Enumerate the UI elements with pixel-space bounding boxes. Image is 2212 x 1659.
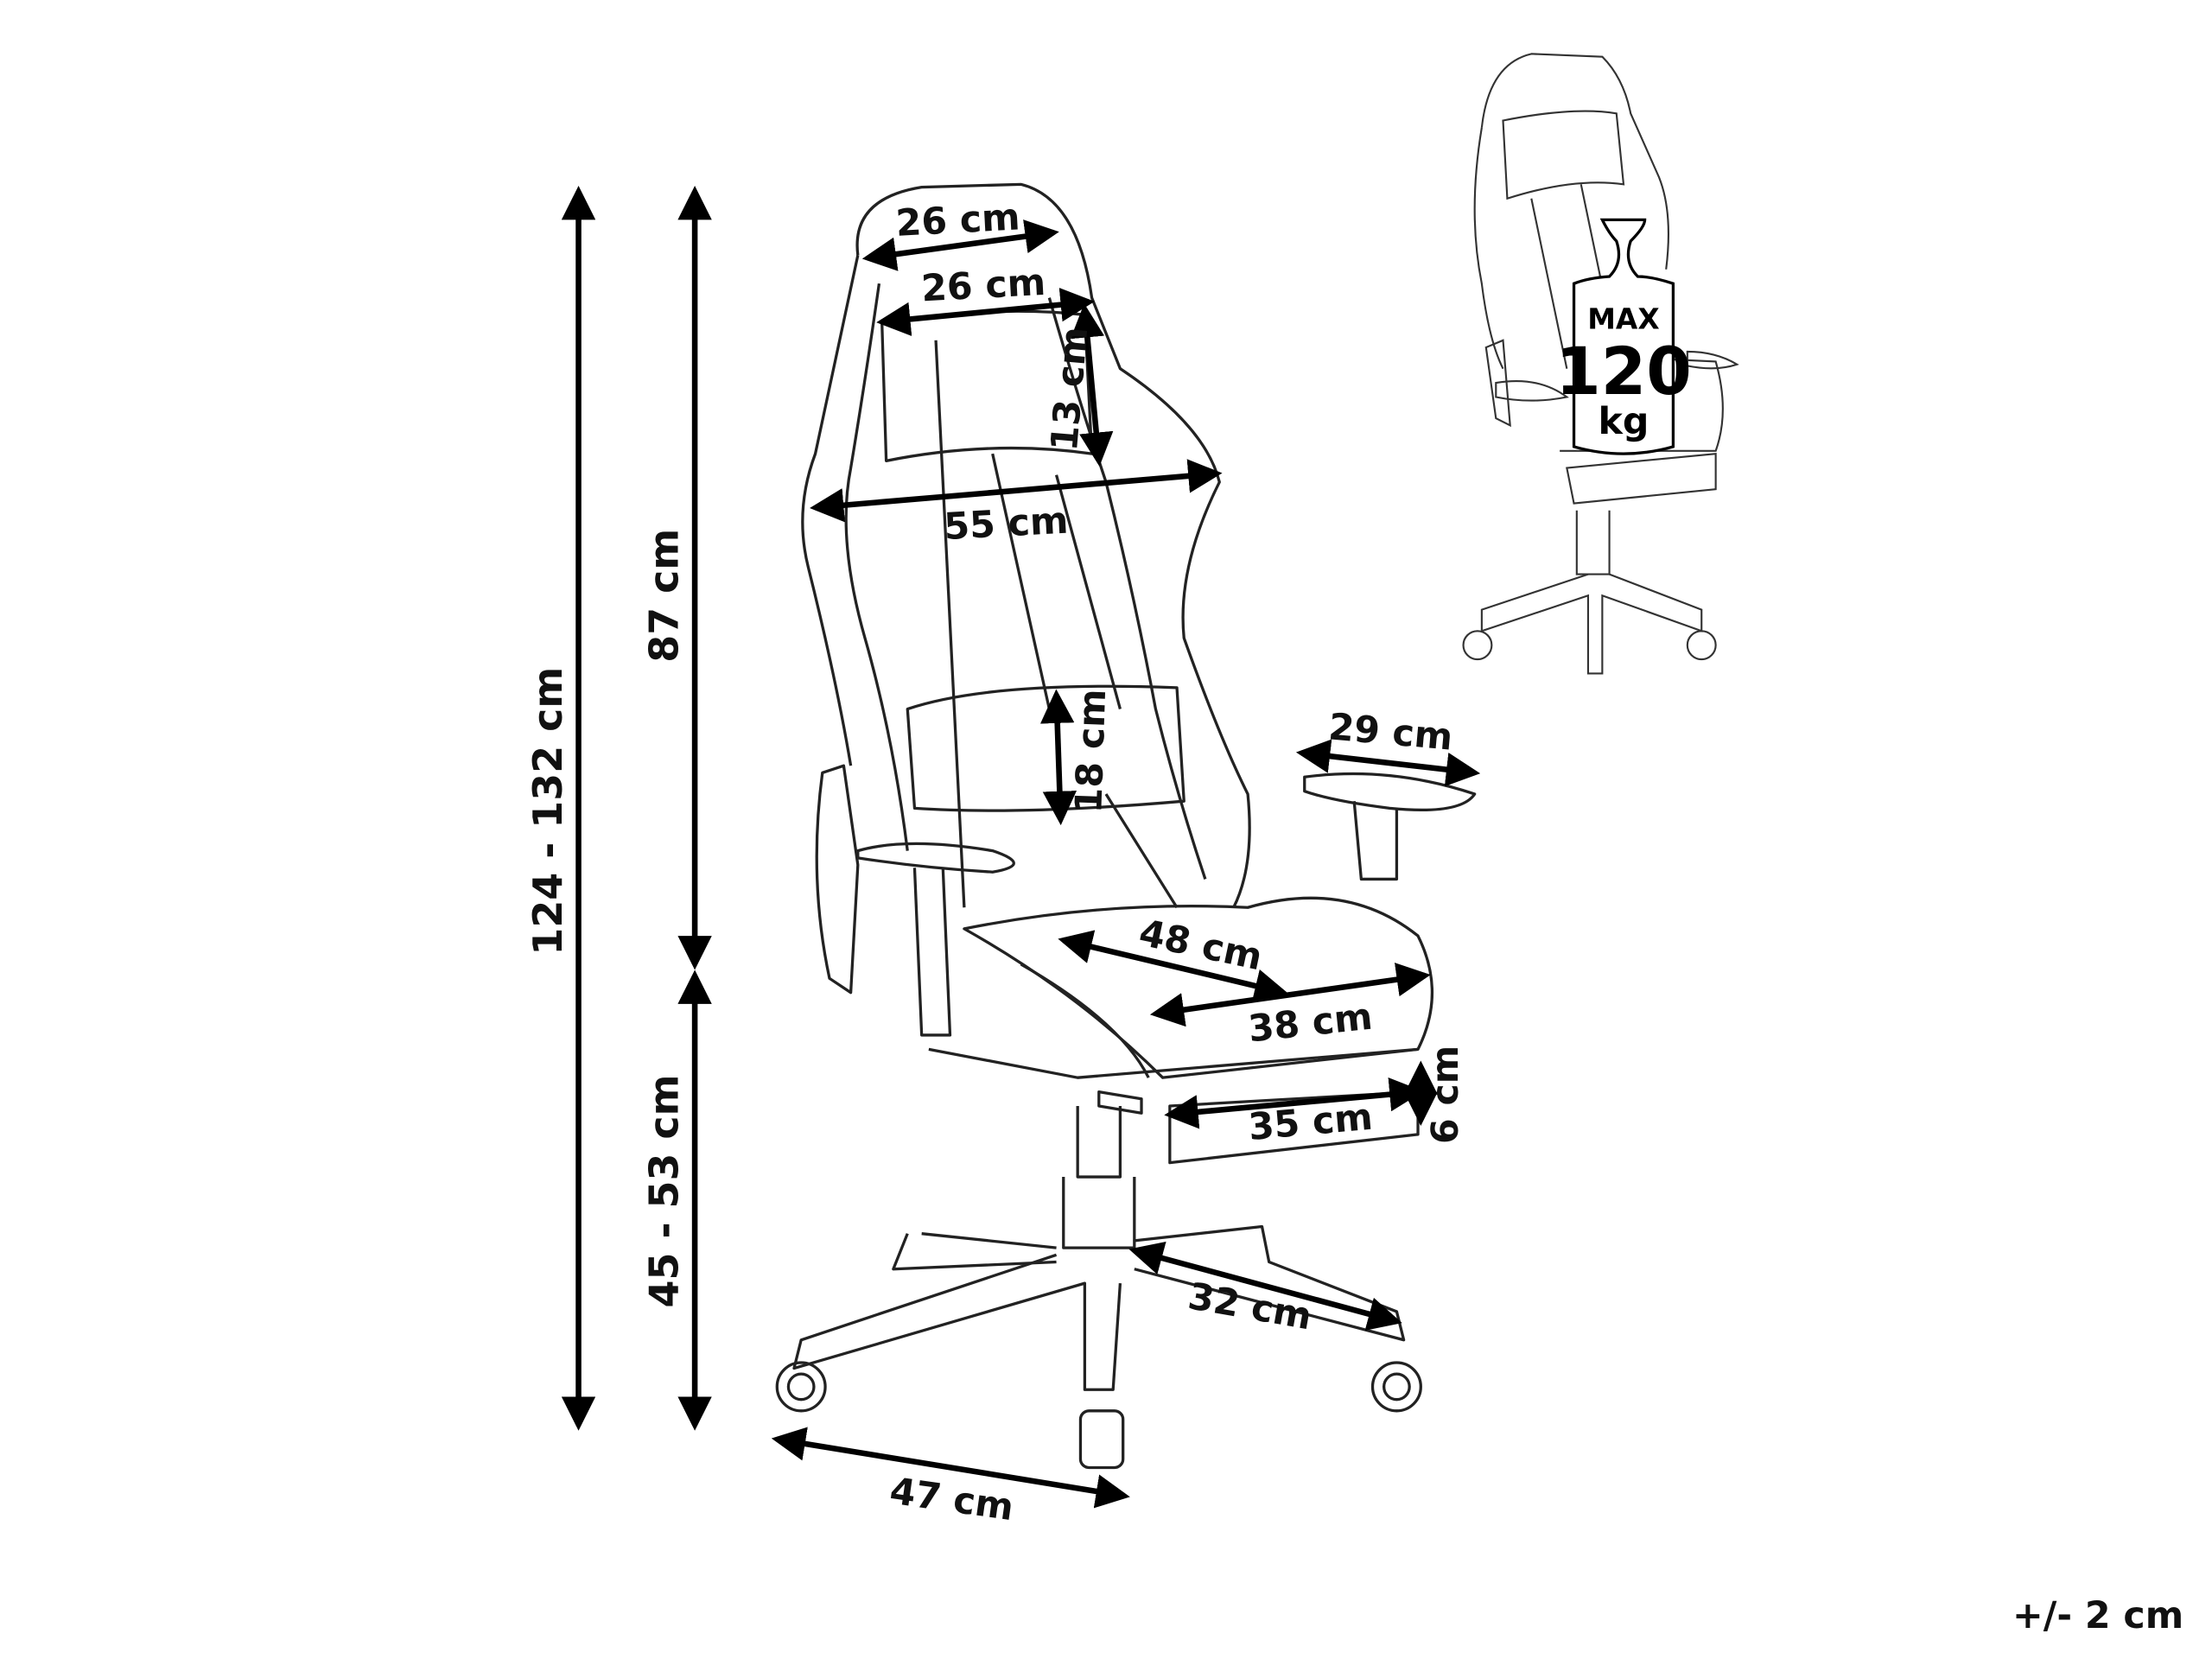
arrow-base-leg <box>1128 1241 1402 1331</box>
label-pillow-height: 13 cm <box>1043 325 1096 453</box>
label-seat-width: 48 cm <box>1135 912 1266 980</box>
label-backrest-width: 55 cm <box>943 499 1069 549</box>
dimension-arrows <box>561 185 1481 1509</box>
label-armrest-length: 29 cm <box>1327 705 1455 759</box>
label-backrest-height: 87 cm <box>640 529 687 663</box>
label-seat-height: 45 - 53 cm <box>640 1074 687 1307</box>
label-lumbar-height: 18 cm <box>1067 688 1115 814</box>
label-footrest-length: 35 cm <box>1247 1096 1375 1149</box>
dimension-labels: 26 cm 26 cm 13 cm 55 cm 18 cm 29 cm 48 c… <box>524 195 2183 1637</box>
arrow-armrest-length <box>1295 739 1481 787</box>
label-base-width: 47 cm <box>887 1470 1017 1530</box>
arrow-headrest-width <box>861 219 1059 271</box>
max-unit: kg <box>1599 400 1649 443</box>
label-pillow-width: 26 cm <box>920 261 1046 310</box>
arrow-base-width <box>771 1427 1130 1509</box>
arrow-pillow-width <box>876 288 1095 336</box>
arrow-seat-depth <box>1149 963 1431 1027</box>
label-base-leg: 32 cm <box>1185 1274 1314 1338</box>
arrow-pillow-height <box>1070 303 1114 467</box>
arrow-lumbar-height <box>1040 689 1077 826</box>
chair-illustration <box>775 182 1477 1470</box>
label-headrest-width: 26 cm <box>894 195 1020 245</box>
tolerance-note: +/- 2 cm <box>2012 1594 2183 1637</box>
label-seat-depth: 38 cm <box>1246 995 1374 1052</box>
max-value: 120 <box>1555 334 1692 410</box>
label-total-height: 124 - 132 cm <box>524 667 571 956</box>
label-footrest-height: 6 cm <box>1424 1046 1467 1144</box>
arrow-backrest-width <box>810 459 1223 523</box>
arrow-footrest-length <box>1164 1077 1424 1129</box>
weight-icon <box>1572 218 1675 455</box>
max-load-illustration: MAX 120 kg <box>1462 53 1739 675</box>
max-label: MAX <box>1587 303 1659 336</box>
